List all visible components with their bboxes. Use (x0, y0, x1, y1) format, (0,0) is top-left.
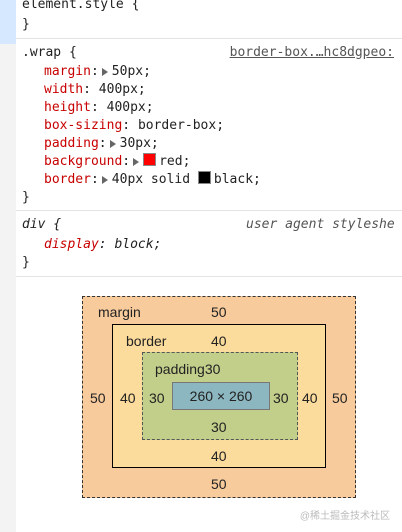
prop-margin[interactable]: margin:50px; (44, 64, 151, 79)
prop-value[interactable]: 400px; (106, 100, 154, 115)
divider (16, 276, 402, 277)
margin-left-value[interactable]: 50 (90, 390, 106, 406)
prop-name: border (44, 172, 91, 187)
border-top-value[interactable]: 40 (211, 333, 227, 349)
prop-value[interactable]: 30px; (119, 136, 159, 151)
padding-right-value[interactable]: 30 (273, 390, 289, 406)
margin-top-value[interactable]: 50 (211, 304, 227, 320)
prop-name: width (44, 82, 84, 97)
wrap-selector[interactable]: .wrap { (22, 45, 77, 60)
box-content[interactable]: 260 × 260 (172, 382, 270, 410)
gutter (0, 0, 16, 532)
wrap-close: } (22, 190, 30, 205)
prop-padding[interactable]: padding:30px; (44, 136, 159, 151)
prop-box-sizing[interactable]: box-sizing: border-box; (44, 118, 225, 133)
margin-bottom-value[interactable]: 50 (211, 476, 227, 492)
prop-value: block; (114, 237, 162, 252)
expand-triangle-icon[interactable] (133, 157, 140, 166)
margin-right-value[interactable]: 50 (332, 390, 348, 406)
element-style-close: } (22, 17, 30, 32)
divider (16, 38, 402, 39)
prop-width[interactable]: width: 400px; (44, 82, 146, 97)
prop-value[interactable]: 50px (111, 64, 144, 79)
selected-rule-marker (0, 0, 16, 44)
expand-triangle-icon[interactable] (109, 139, 116, 148)
prop-background[interactable]: background:red; (44, 153, 191, 169)
prop-value[interactable]: 40px solid (111, 172, 191, 187)
div-selector[interactable]: div { (22, 217, 62, 232)
divider (16, 210, 402, 211)
prop-name: margin (44, 64, 91, 79)
prop-name: display (44, 237, 99, 252)
prop-value[interactable]: red; (159, 154, 191, 169)
prop-display: display: block; (44, 237, 162, 252)
prop-height[interactable]: height: 400px; (44, 100, 154, 115)
wrap-source-link[interactable]: border-box.…hc8dgpeo: (229, 45, 394, 60)
padding-bottom-value[interactable]: 30 (211, 419, 227, 435)
div-close: } (22, 255, 30, 270)
prop-border[interactable]: border:40px solid black; (44, 171, 261, 187)
prop-value-color[interactable]: black; (213, 172, 261, 187)
prop-value[interactable]: 400px; (98, 82, 146, 97)
border-bottom-value[interactable]: 40 (211, 448, 227, 464)
prop-name: height (44, 100, 91, 115)
expand-triangle-icon[interactable] (101, 175, 108, 184)
prop-name: background (44, 154, 123, 169)
watermark: @稀土掘金技术社区 (299, 511, 390, 522)
prop-value[interactable]: border-box; (137, 118, 225, 133)
expand-triangle-icon[interactable] (101, 67, 108, 76)
padding-left-value[interactable]: 30 (149, 390, 165, 406)
color-swatch[interactable] (143, 153, 157, 166)
prop-name: box-sizing (44, 118, 123, 133)
prop-name: padding (44, 136, 99, 151)
border-left-value[interactable]: 40 (120, 390, 136, 406)
user-agent-source: user agent styleshe (246, 217, 395, 232)
padding-label: padding30 (155, 361, 221, 377)
margin-label: margin (98, 304, 141, 320)
box-padding[interactable] (142, 352, 298, 440)
border-right-value[interactable]: 40 (302, 390, 318, 406)
border-label: border (126, 333, 167, 349)
element-style-selector[interactable]: element.style { (22, 0, 140, 12)
color-swatch[interactable] (197, 171, 211, 184)
